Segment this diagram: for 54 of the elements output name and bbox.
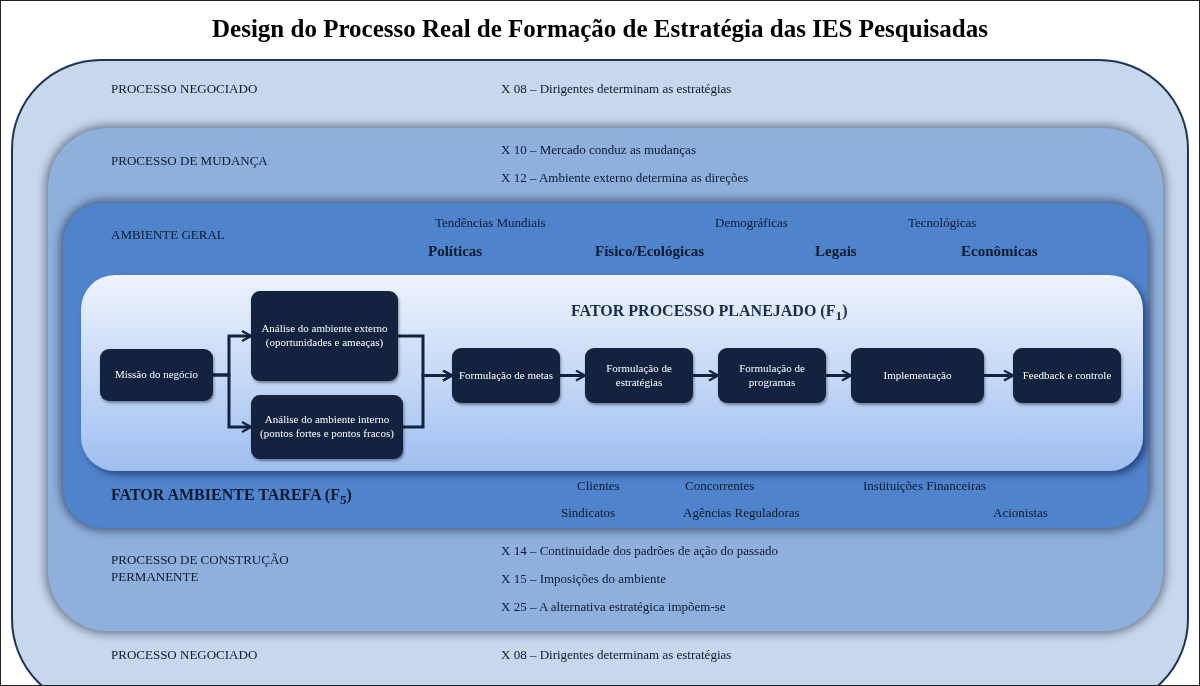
factor-label: Físico/Ecológicas <box>595 242 705 261</box>
factor-label: Econômicas <box>961 242 1038 261</box>
band-label: X 12 – Ambiente externo determina as direções <box>501 170 749 187</box>
box-label: Formulação de metas <box>457 368 555 383</box>
diagram-title: Design do Processo Real de Formação de Estratégia das IES Pesquisadas <box>211 15 989 43</box>
band-label: PROCESSO NEGOCIADO <box>111 81 258 98</box>
process-box <box>452 348 560 403</box>
band-label: Demográficas <box>715 215 788 232</box>
band-label: Concorrentes <box>685 478 755 495</box>
band-label: PROCESSO NEGOCIADO <box>111 647 258 664</box>
band-label: X 08 – Dirigentes determinam as estratégias <box>501 81 732 98</box>
arrow <box>213 373 253 434</box>
band-label: Tecnológicas <box>908 215 977 232</box>
box-label: Feedback e controle <box>1021 368 1113 383</box>
factor-label: Políticas <box>428 242 483 261</box>
process-box <box>585 348 693 403</box>
band-label: Clientes <box>577 478 620 495</box>
band-label: Sindicatos <box>561 505 616 522</box>
band-label: Agências Reguladoras <box>683 505 800 522</box>
band-label: X 15 – Imposições do ambiente <box>501 571 666 588</box>
process-box <box>1013 348 1121 403</box>
band-label: Tendências Mundiais <box>435 215 546 232</box>
band-label: X 10 – Mercado conduz as mudanças <box>501 142 696 159</box>
band-label: Acionistas <box>993 505 1048 522</box>
band-label: X 25 – A alternativa estratégica impõem-se <box>501 599 726 616</box>
process-box <box>851 348 984 403</box>
band-label: X 14 – Continuidade dos padrões de ação do passado <box>501 543 778 560</box>
process-box <box>251 291 398 381</box>
outer-region <box>11 59 1189 685</box>
box-label: Formulação de estratégias <box>605 361 673 390</box>
factor-label: Legais <box>815 242 857 261</box>
band-label: PROCESSO DE MUDANÇA <box>111 153 268 170</box>
arrow <box>403 369 454 429</box>
arrow <box>560 369 587 382</box>
process-box <box>718 348 826 403</box>
arrow <box>693 369 720 382</box>
process-box <box>100 349 213 401</box>
box-label: Implementação <box>882 368 953 383</box>
band-label: Instituições Financeiras <box>863 478 987 495</box>
box-label: Missão do negócio <box>113 368 200 382</box>
band-label: AMBIENTE GERAL <box>111 227 225 244</box>
process-panel <box>81 275 1143 471</box>
arrow <box>826 369 853 382</box>
factor-heading: FATOR AMBIENTE TAREFA (F$_{5}$) <box>111 485 352 509</box>
environment-band <box>63 203 1148 528</box>
band-label: X 08 – Dirigentes determinam as estratégias <box>501 647 732 664</box>
process-box <box>251 395 403 459</box>
panel-title: FATOR PROCESSO PLANEJADO (F$_{1}$) <box>571 301 848 325</box>
box-label: Formulação de programas <box>738 361 806 390</box>
band-label: PROCESSO DE CONSTRUÇÃO PERMANENTE <box>111 552 290 586</box>
region-band <box>48 128 1163 631</box>
box-label: Análise do ambiente interno (pontos fortes e pontos fracos) <box>259 413 395 441</box>
arrow <box>984 369 1015 382</box>
box-label: Análise do ambiente externo (oportunidades e ameaças) <box>260 322 389 350</box>
